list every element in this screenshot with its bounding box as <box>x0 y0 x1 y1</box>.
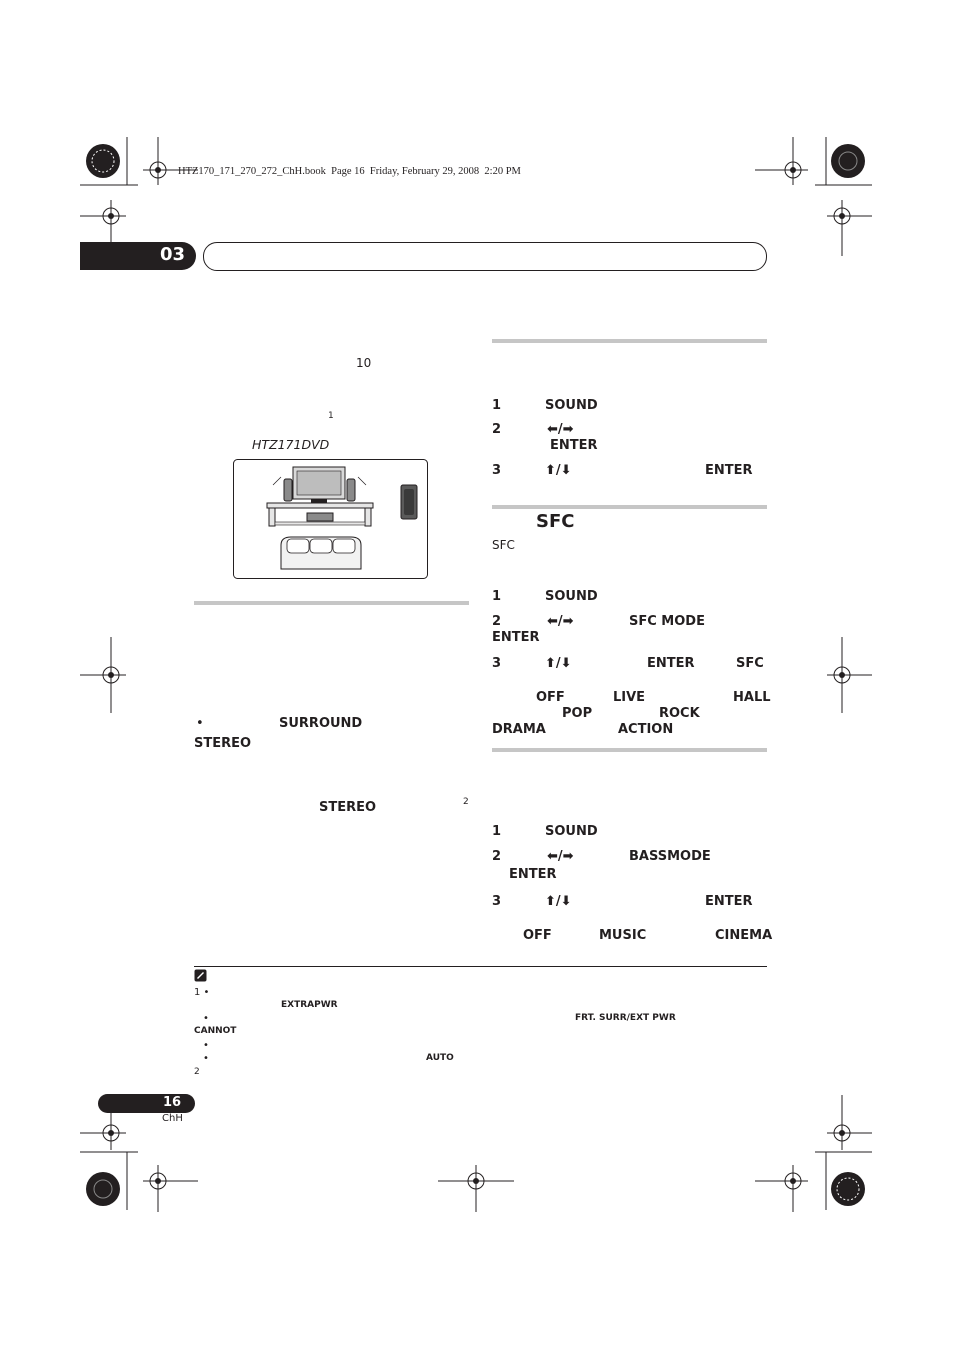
step-number: 3 <box>492 463 502 478</box>
step-number: 2 <box>492 422 502 437</box>
left-right-arrows-icon: ⬅/➡ <box>547 849 574 864</box>
reference-10: 10 <box>356 356 372 370</box>
sfc-heading: SFC <box>536 511 575 532</box>
bassmode-key: BASSMODE <box>629 849 711 864</box>
page-number: 16 <box>163 1095 182 1110</box>
sound-key: SOUND <box>545 824 598 839</box>
note-2: 2 <box>194 1067 200 1077</box>
frt-surr-label: FRT. SURR/EXT PWR <box>575 1013 676 1023</box>
chapter-tab <box>80 242 196 270</box>
up-down-arrows-icon: ⬆/⬇ <box>545 656 572 671</box>
language-code: ChH <box>162 1113 183 1124</box>
step-number: 1 <box>492 398 502 413</box>
left-right-arrows-icon: ⬅/➡ <box>547 614 574 629</box>
section-rule-3 <box>492 748 767 752</box>
sfc-mode-off: OFF <box>536 690 565 705</box>
enter-key: ENTER <box>509 867 557 882</box>
chapter-number: 03 <box>160 244 186 265</box>
section-rule-2 <box>492 505 767 509</box>
extrapwr-label: EXTRAPWR <box>281 1000 338 1010</box>
enter-key: ENTER <box>647 656 695 671</box>
auto-label: AUTO <box>426 1053 454 1063</box>
bass-mode-off: OFF <box>523 928 552 943</box>
enter-key: ENTER <box>492 630 540 645</box>
sound-key: SOUND <box>545 398 598 413</box>
stereo-label: STEREO <box>194 736 252 751</box>
left-right-arrows-icon: ⬅/➡ <box>547 422 574 437</box>
footnote-ref-1: 1 <box>328 411 334 421</box>
sfc-mode-key: SFC MODE <box>629 614 705 629</box>
sfc-mode-rock: ROCK <box>659 706 700 721</box>
sfc-mode-hall: HALL <box>733 690 771 705</box>
up-down-arrows-icon: ⬆/⬇ <box>545 463 572 478</box>
page-number-tab <box>98 1094 195 1113</box>
step-number: 1 <box>492 824 502 839</box>
note-icon <box>194 969 207 982</box>
sfc-mode-pop: POP <box>562 706 593 721</box>
note-bullet: • <box>203 1013 209 1024</box>
step-number: 3 <box>492 894 502 909</box>
sfc-subtext: SFC <box>492 538 515 552</box>
enter-key: ENTER <box>705 894 753 909</box>
enter-key: ENTER <box>705 463 753 478</box>
model-label: HTZ171DVD <box>252 437 330 452</box>
step-number: 2 <box>492 849 502 864</box>
stereo-label-2: STEREO <box>319 800 377 815</box>
enter-key: ENTER <box>550 438 598 453</box>
notes-divider <box>194 966 767 967</box>
sfc-mode-live: LIVE <box>613 690 646 705</box>
section-rule-1 <box>492 339 767 343</box>
sfc-key: SFC <box>736 656 764 671</box>
bass-mode-cinema: CINEMA <box>715 928 773 943</box>
footnote-ref-2: 2 <box>463 797 469 807</box>
bass-mode-music: MUSIC <box>599 928 647 943</box>
section-rule-left <box>194 601 469 605</box>
note-bullet: • <box>203 1053 209 1064</box>
note-bullet: • <box>203 1040 209 1051</box>
file-info: HTZ170_171_270_272_ChH.book Page 16 Frid… <box>178 166 521 177</box>
sound-key: SOUND <box>545 589 598 604</box>
sfc-mode-drama: DRAMA <box>492 722 546 737</box>
note-1: 1 • <box>194 987 210 998</box>
cannot-label: CANNOT <box>194 1026 237 1036</box>
step-number: 3 <box>492 656 502 671</box>
speaker-setup-illustration <box>233 459 428 579</box>
step-number: 1 <box>492 589 502 604</box>
step-number: 2 <box>492 614 502 629</box>
surround-label: SURROUND <box>279 716 363 731</box>
chapter-title-bar <box>203 242 767 271</box>
up-down-arrows-icon: ⬆/⬇ <box>545 894 572 909</box>
bullet: • <box>196 716 204 731</box>
sfc-mode-action: ACTION <box>618 722 674 737</box>
